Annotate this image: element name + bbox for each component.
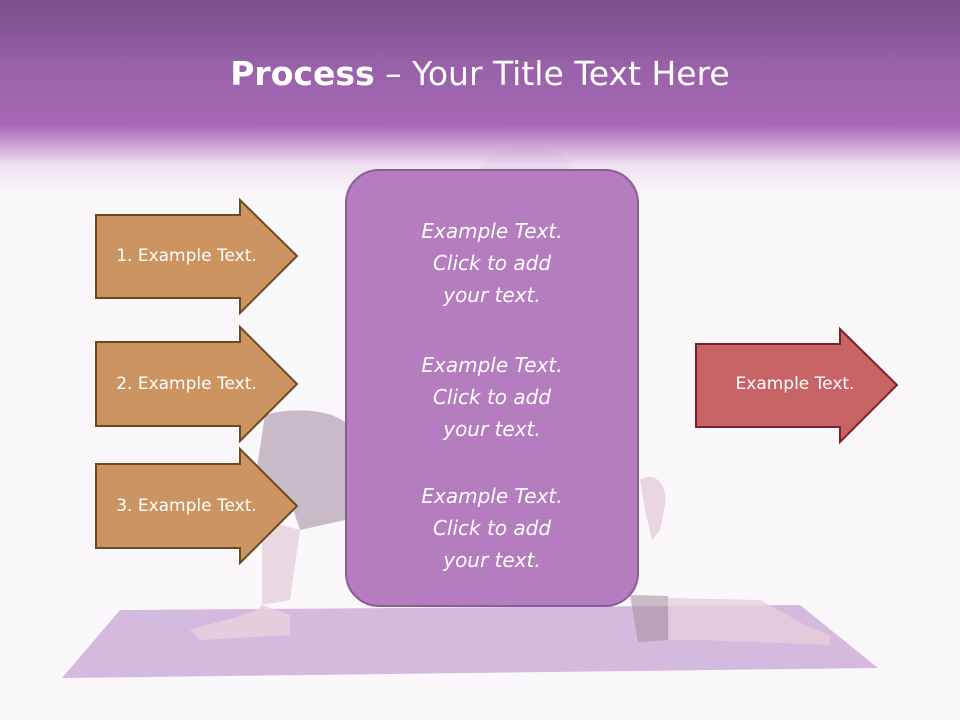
figure-left-shin xyxy=(262,520,300,605)
title-bold: Process xyxy=(230,54,375,93)
box-paragraph-2-line-2: Click to add xyxy=(432,385,552,409)
title-rest: – Your Title Text Here xyxy=(374,54,730,93)
box-paragraph-1-line-1: Example Text. xyxy=(421,219,563,243)
box-paragraph-1-line-3: your text. xyxy=(443,283,541,307)
arrow-shape-3[interactable] xyxy=(95,446,299,566)
figure-left-leg xyxy=(255,410,350,530)
box-paragraph-1: Example Text. Click to add your text. xyxy=(347,215,637,311)
box-paragraph-2-line-3: your text. xyxy=(443,417,541,441)
box-paragraph-3: Example Text. Click to add your text. xyxy=(347,480,637,576)
right-arrow-label[interactable]: Example Text. xyxy=(735,374,855,394)
slide-title[interactable]: Process – Your Title Text Here xyxy=(0,52,960,96)
arrow-shape-right[interactable] xyxy=(695,326,899,445)
figure-right-calf xyxy=(668,598,830,645)
figure-right-leg xyxy=(630,595,670,642)
box-paragraph-3-line-3: your text. xyxy=(443,548,541,572)
arrow-shape-1[interactable] xyxy=(95,197,299,316)
figure-left-foot xyxy=(190,605,290,640)
arrow-2-label[interactable]: 2. Example Text. xyxy=(116,374,257,394)
box-paragraph-3-line-1: Example Text. xyxy=(421,484,563,508)
box-paragraph-2-line-1: Example Text. xyxy=(421,353,563,377)
figure-hand xyxy=(640,476,666,540)
box-paragraph-1-line-2: Click to add xyxy=(432,251,552,275)
arrow-3-label[interactable]: 3. Example Text. xyxy=(116,496,257,516)
box-paragraph-3-line-2: Click to add xyxy=(432,516,552,540)
center-text-box[interactable]: Example Text. Click to add your text. Ex… xyxy=(345,169,639,607)
arrow-shape-2[interactable] xyxy=(95,324,299,444)
box-paragraph-2: Example Text. Click to add your text. xyxy=(347,349,637,445)
arrow-1-label[interactable]: 1. Example Text. xyxy=(116,246,257,266)
header-band xyxy=(0,0,960,195)
